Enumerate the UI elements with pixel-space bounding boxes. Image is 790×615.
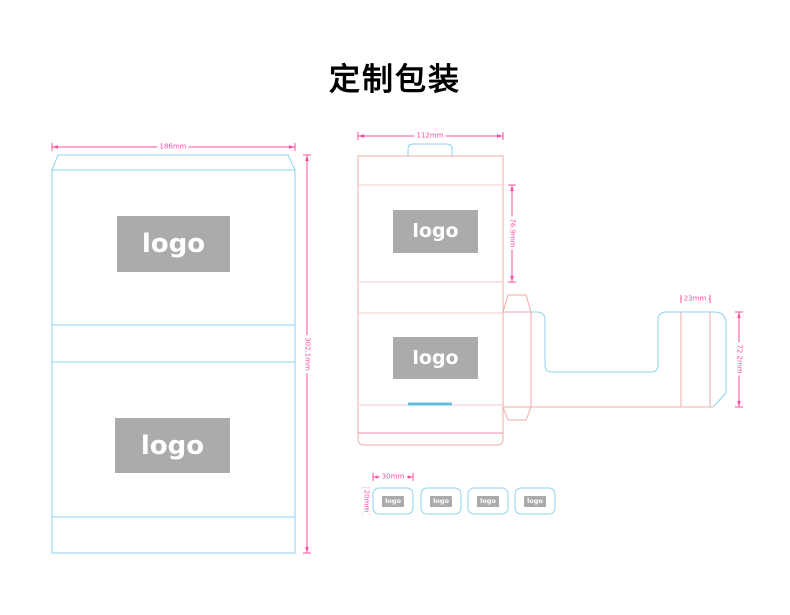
- middle-dieline: [357, 143, 504, 446]
- wing-top-flap: [502, 294, 532, 313]
- dim-label-wing-flap-width: 23mm: [681, 294, 709, 303]
- small-box-3: [467, 487, 509, 515]
- middle-dieline-outline: [357, 155, 504, 446]
- logo-placeholder: logo: [524, 496, 546, 507]
- small-box-2: [420, 487, 462, 515]
- small-boxes: [372, 487, 556, 515]
- logo-placeholder: logo: [117, 216, 230, 272]
- logo-placeholder: logo: [393, 210, 478, 253]
- page-title: 定制包装: [329, 62, 461, 98]
- dim-label-middle-width: 112mm: [414, 131, 446, 140]
- logo-placeholder: logo: [477, 496, 499, 507]
- dim-label-left-width: 186mm: [157, 142, 189, 151]
- dim-label-left-height: 302.1mm: [303, 335, 312, 373]
- wing-bottom-flap: [502, 406, 532, 421]
- wing-cut-outline: [531, 311, 727, 408]
- logo-placeholder: logo: [382, 496, 404, 507]
- logo-placeholder: logo: [430, 496, 452, 507]
- middle-tuck-tab: [407, 143, 453, 156]
- dim-label-small-box-height: 20mm: [362, 487, 371, 515]
- left-dieline: [51, 154, 296, 554]
- logo-placeholder: logo: [393, 337, 478, 379]
- small-box-1: [372, 487, 414, 515]
- dim-label-small-box-width: 30mm: [379, 472, 407, 481]
- left-dieline-top-flap: [51, 154, 296, 171]
- dim-label-wing-height: 72.2mm: [735, 342, 744, 376]
- small-box-4: [514, 487, 556, 515]
- wing-piece: [502, 294, 727, 421]
- logo-placeholder: logo: [115, 418, 230, 473]
- dim-label-middle-panel-height: 76.9mm: [508, 216, 517, 250]
